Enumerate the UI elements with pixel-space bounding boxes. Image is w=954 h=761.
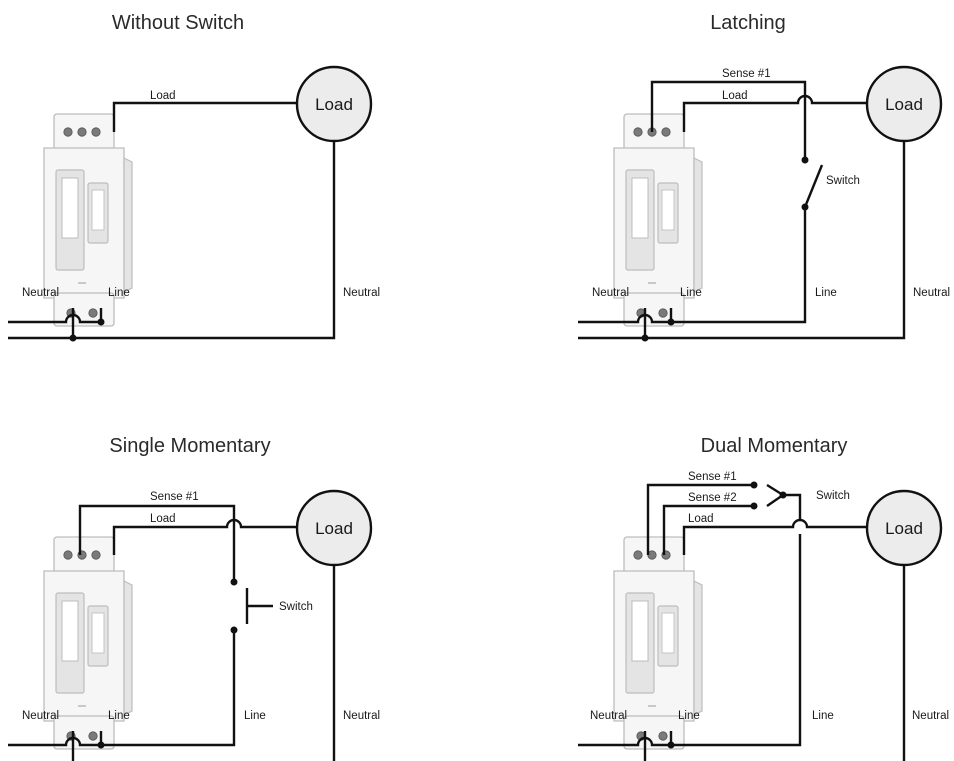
line-label: Line: [108, 287, 130, 299]
line-label: Line: [678, 710, 700, 722]
load-label: Load: [885, 95, 923, 114]
load-wire-label: Load: [150, 90, 176, 102]
neutral-left-label: Neutral: [22, 287, 59, 299]
neutral-right-label: Neutral: [343, 287, 380, 299]
sense1-label: Sense #1: [722, 68, 771, 80]
sense2-label: Sense #2: [688, 492, 737, 504]
load-wire-label: Load: [688, 513, 714, 525]
panel-without-switch: Without Switch Load Load Neutral Line Ne…: [8, 12, 380, 342]
panel-single-momentary: Single Momentary Sense #1 Load Switch Lo…: [8, 435, 380, 761]
panel-title: Single Momentary: [109, 435, 270, 457]
line-label: Line: [108, 710, 130, 722]
neutral-left-label: Neutral: [22, 710, 59, 722]
switch-label: Switch: [816, 490, 850, 502]
neutral-right-label: Neutral: [912, 710, 949, 722]
sense1-label: Sense #1: [688, 471, 737, 483]
line-switch-label: Line: [244, 710, 266, 722]
neutral-right-label: Neutral: [343, 710, 380, 722]
load-label: Load: [315, 519, 353, 538]
switch-label: Switch: [279, 601, 313, 613]
line-label: Line: [680, 287, 702, 299]
line-switch-label: Line: [815, 287, 837, 299]
latching-switch: [803, 164, 824, 208]
neutral-left-label: Neutral: [590, 710, 627, 722]
switch-label: Switch: [826, 175, 860, 187]
sense1-label: Sense #1: [150, 491, 199, 503]
neutral-left-label: Neutral: [592, 287, 629, 299]
line-switch-label: Line: [812, 710, 834, 722]
neutral-right-label: Neutral: [913, 287, 950, 299]
panel-title: Latching: [710, 12, 786, 34]
panel-title: Dual Momentary: [701, 435, 848, 457]
load-label: Load: [885, 519, 923, 538]
load-label: Load: [315, 95, 353, 114]
momentary-switch: [245, 588, 273, 624]
load-wire-label: Load: [722, 90, 748, 102]
panel-latching: Latching Sense #1 Load Switch Load Neutr…: [578, 12, 950, 342]
panel-dual-momentary: Dual Momentary Sense #1 Sense #2 Switch …: [578, 435, 949, 761]
panel-title: Without Switch: [112, 12, 244, 34]
load-wire-label: Load: [150, 513, 176, 525]
